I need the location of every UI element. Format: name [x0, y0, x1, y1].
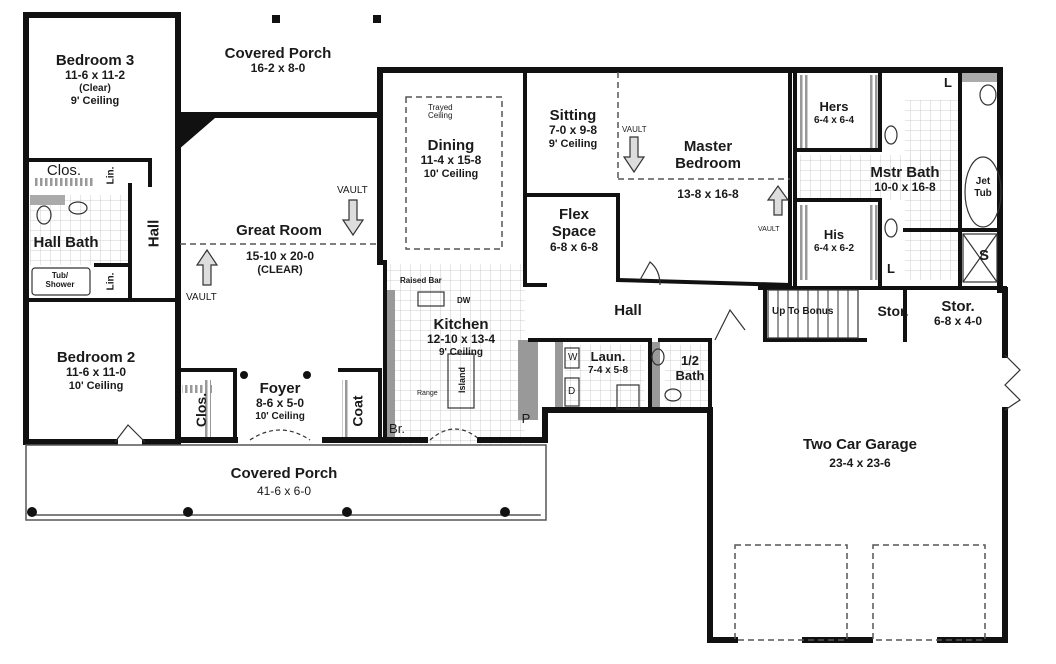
- room-master-bedroom: Master Bedroom: [675, 138, 741, 173]
- room-master-bath: Mstr Bath 10-0 x 16-8: [870, 164, 940, 195]
- dishwasher-label: DW: [457, 296, 471, 305]
- room-flex-space: Flex Space 6-8 x 6-8: [549, 206, 599, 254]
- closet-bedroom-3-label: Clos.: [46, 162, 82, 179]
- closet-bedroom-2-label: Clos.: [193, 392, 210, 428]
- raised-bar-label: Raised Bar: [400, 276, 442, 285]
- broom-closet-label: Br.: [389, 421, 405, 436]
- vault-label-great-room-left: VAULT: [186, 292, 217, 303]
- room-kitchen: Kitchen 12-10 x 13-4 9' Ceiling: [426, 316, 496, 359]
- hall-west-label: Hall: [145, 219, 163, 248]
- range-label: Range: [417, 390, 438, 397]
- washer-label: W: [568, 352, 578, 363]
- trayed-ceiling-label: Trayed Ceiling: [428, 103, 453, 120]
- linen-l-label-lower: L: [887, 261, 895, 276]
- room-two-car-garage: Two Car Garage 23-4 x 23-6: [803, 436, 917, 471]
- vault-label-great-room-right: VAULT: [337, 185, 368, 196]
- room-half-bath: 1/2 Bath: [675, 353, 705, 383]
- room-great-room-dims: 15-10 x 20-0 (CLEAR): [245, 249, 315, 276]
- stairs-up-to-bonus: Up To Bonus: [772, 306, 834, 317]
- room-master-bedroom-dims: 13-8 x 16-8: [677, 187, 739, 201]
- shower-label: S: [978, 247, 990, 264]
- linen-label-upper: Lin.: [105, 166, 117, 185]
- vault-label-master-bottom: VAULT: [758, 226, 780, 233]
- room-great-room: Great Room: [236, 222, 322, 239]
- island-label: Island: [457, 366, 468, 394]
- room-sitting: Sitting 7-0 x 9-8 9' Ceiling: [548, 107, 598, 151]
- vault-label-master-top: VAULT: [622, 125, 647, 134]
- coat-closet-label: Coat: [349, 395, 366, 427]
- room-laundry: Laun. 7-4 x 5-8: [587, 349, 629, 376]
- room-covered-porch-rear: Covered Porch 16-2 x 8-0: [224, 45, 332, 76]
- room-bedroom-2: Bedroom 2 11-6 x 11-0 10' Ceiling: [56, 349, 136, 393]
- pantry-label: P: [521, 411, 531, 426]
- room-hers-closet: Hers 6-4 x 6-4: [813, 99, 855, 126]
- room-dining: Dining 11-4 x 15-8 10' Ceiling: [420, 137, 482, 181]
- room-storage: Stor. 6-8 x 4-0: [933, 298, 983, 329]
- room-foyer: Foyer 8-6 x 5-0 10' Ceiling: [255, 380, 305, 423]
- tub-shower-label: Tub/ Shower: [45, 271, 75, 290]
- storage-small-label: Stor.: [877, 303, 909, 319]
- room-bedroom-3: Bedroom 3 11-6 x 11-2 (Clear) 9' Ceiling: [55, 52, 135, 107]
- vault-arrow-icon: [341, 199, 365, 237]
- room-his-closet: His 6-4 x 6-2: [813, 227, 855, 254]
- linen-label-lower: Lin.: [105, 272, 117, 291]
- linen-l-label-upper: L: [944, 75, 952, 90]
- room-covered-porch-front: Covered Porch 41-6 x 6-0: [230, 465, 338, 499]
- room-hall-bath: Hall Bath: [33, 234, 99, 251]
- dryer-label: D: [568, 386, 576, 397]
- jet-tub-label: Jet Tub: [974, 176, 992, 199]
- room-hall-center: Hall: [614, 302, 642, 319]
